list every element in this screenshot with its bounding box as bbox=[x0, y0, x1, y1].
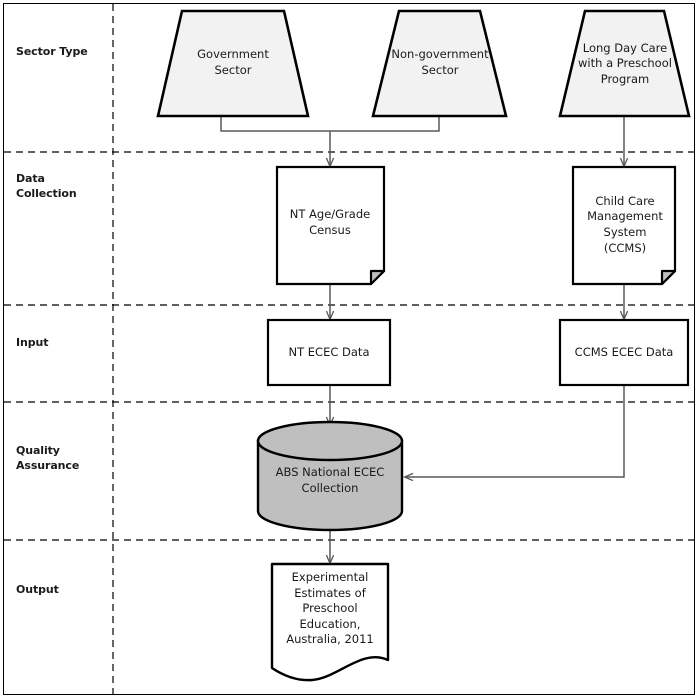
node-nt-ecec-data[interactable] bbox=[268, 320, 390, 385]
node-nt-age-grade-census[interactable] bbox=[277, 167, 384, 284]
swimlane-label-quality-assurance: Quality Assurance bbox=[16, 444, 80, 472]
node-label-nt-age-grade-census: NT Age/Grade Census bbox=[289, 207, 371, 237]
node-label-non-government-sector: Non-government Sector bbox=[391, 47, 489, 77]
node-abs-national-ecec-collection[interactable] bbox=[258, 422, 402, 530]
node-label-government-sector: Government Sector bbox=[197, 47, 269, 77]
node-label-long-day-care: Long Day Care with a Preschool Program bbox=[578, 40, 672, 86]
node-label-experimental-estimates: Experimental Estimates of Preschool Educ… bbox=[286, 570, 374, 647]
node-label-ccms-ecec-data: CCMS ECEC Data bbox=[574, 344, 674, 359]
node-long-day-care[interactable] bbox=[560, 11, 689, 116]
swimlane-label-sector-type: Sector Type bbox=[16, 45, 88, 58]
swimlane-label-data-collection: Data Collection bbox=[16, 172, 77, 200]
node-label-abs-national-ecec-collection: ABS National ECEC Collection bbox=[275, 465, 385, 495]
node-non-government-sector[interactable] bbox=[373, 11, 506, 116]
node-experimental-estimates[interactable] bbox=[272, 564, 388, 681]
node-label-ccms: Child Care Management System (CCMS) bbox=[587, 193, 663, 255]
swimlane-label-input: Input bbox=[16, 336, 49, 349]
node-label-nt-ecec-data: NT ECEC Data bbox=[288, 344, 370, 359]
node-ccms-ecec-data[interactable] bbox=[560, 320, 688, 385]
diagram-border bbox=[3, 3, 695, 695]
node-ccms[interactable] bbox=[573, 167, 675, 284]
swimlane-label-output: Output bbox=[16, 583, 59, 596]
node-government-sector[interactable] bbox=[158, 11, 308, 116]
